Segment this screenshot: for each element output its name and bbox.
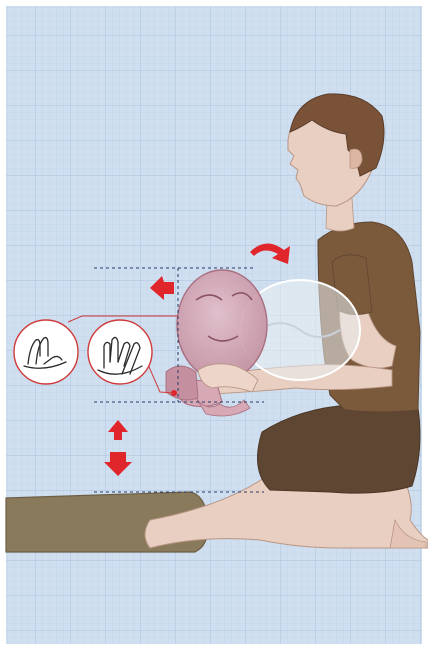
practitioner-ear bbox=[350, 149, 362, 168]
grip-detail-circle-left bbox=[14, 320, 78, 384]
patient-shoulder bbox=[166, 366, 198, 400]
